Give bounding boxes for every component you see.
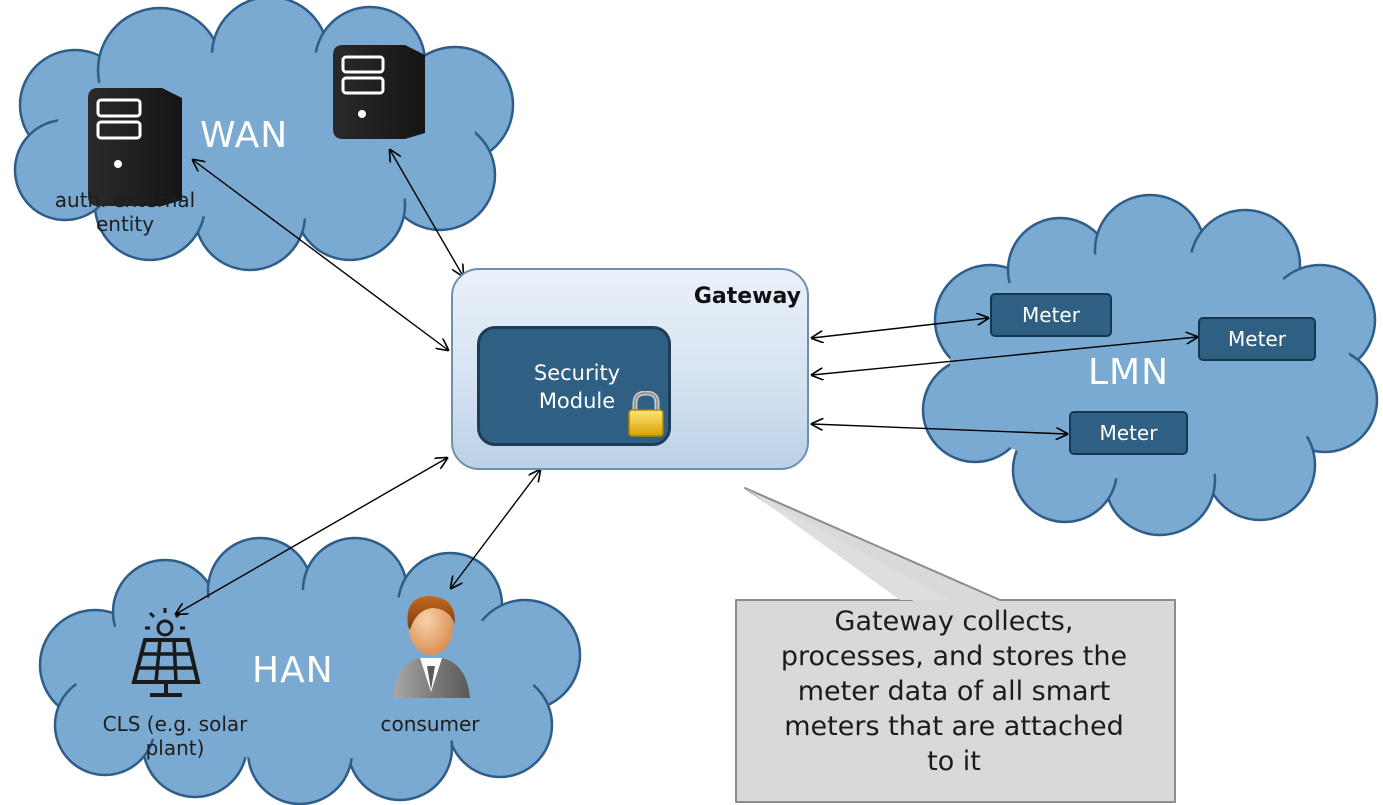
meter-box: Meter — [990, 293, 1112, 337]
meter-box: Meter — [1198, 317, 1316, 361]
security-module-label: Security Module — [533, 361, 621, 413]
callout-text: Gateway collects, processes, and stores … — [780, 606, 1128, 777]
consumer-label: consumer — [380, 712, 480, 736]
security-module: Security Module — [477, 326, 671, 446]
lock-icon — [628, 391, 664, 437]
arrow-entity-gateway — [193, 160, 448, 350]
arrow-gateway-meter2 — [812, 337, 1197, 375]
entity-label: auth. external entity — [54, 188, 196, 236]
connection-arrows — [176, 150, 1197, 614]
gateway-title: Gateway — [693, 284, 801, 309]
arrow-solar-gateway — [176, 458, 447, 614]
lmn-title: LMN — [1088, 352, 1170, 393]
server-icon — [88, 88, 182, 206]
gateway-box: Gateway Security Module — [451, 268, 809, 470]
wan-title: WAN — [200, 115, 289, 156]
meter-box: Meter — [1069, 411, 1188, 455]
cls-label: CLS (e.g. solar plant) — [102, 712, 248, 760]
solar-panel-icon — [131, 608, 201, 697]
server-icon — [333, 45, 425, 139]
han-title: HAN — [252, 650, 334, 691]
arrow-gateway-meter3 — [812, 424, 1067, 434]
arrow-server-gateway — [390, 150, 463, 276]
arrow-consumer-gateway — [451, 470, 540, 588]
